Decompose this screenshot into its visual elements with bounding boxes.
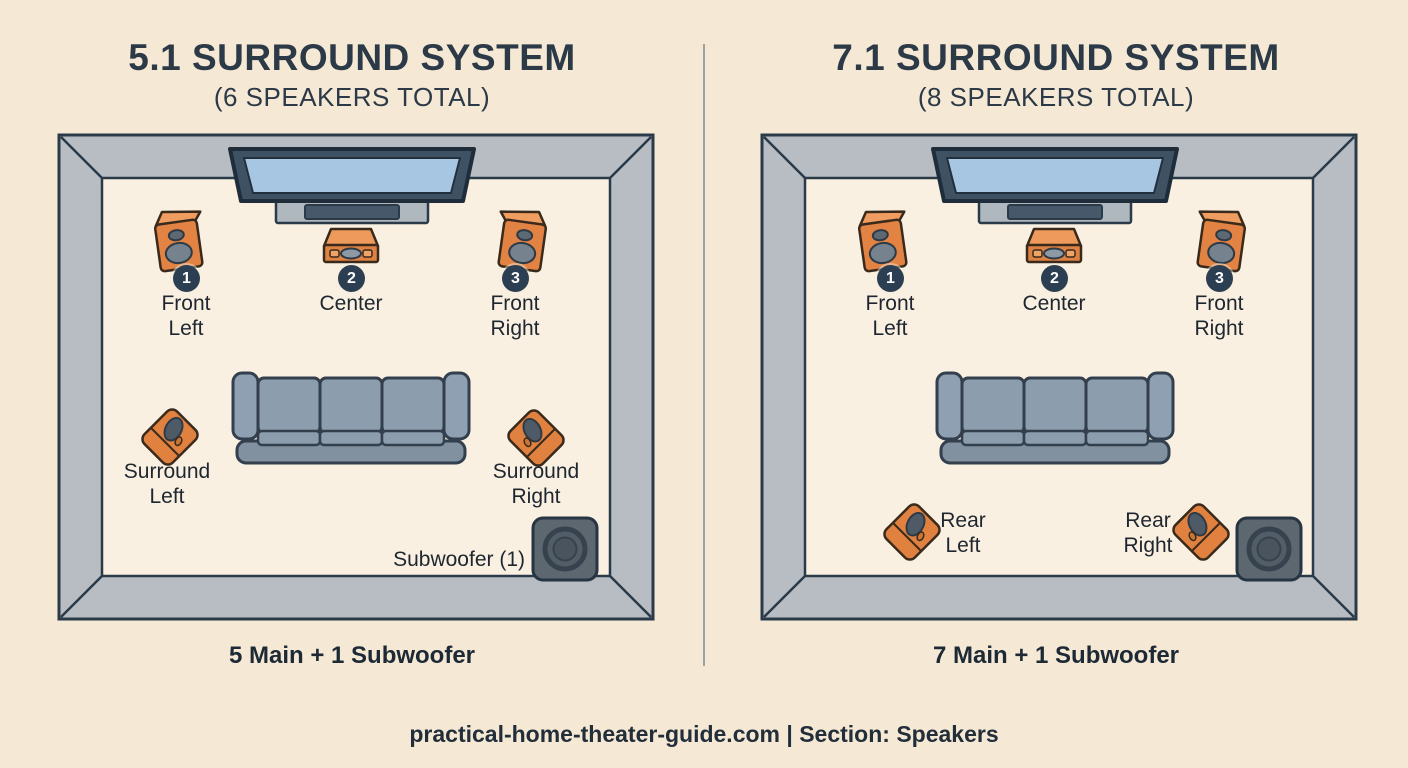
- wall-miter: [1312, 575, 1355, 618]
- panel-subtitle-7-1: (8 SPEAKERS TOTAL): [917, 81, 1195, 112]
- room-diagram-7-1: 1 2 3 Front Left Center Front Right Rear…: [760, 133, 1358, 621]
- panel-divider: [703, 44, 705, 666]
- speaker-label-front-right: Front Right: [1194, 292, 1244, 340]
- speaker-number-badge-1: 1: [173, 265, 200, 292]
- couch-icon: [935, 371, 1175, 465]
- speaker-number-badge-2: 2: [1041, 265, 1068, 292]
- panel-caption-5-1: 5 Main + 1 Subwoofer: [228, 642, 476, 669]
- center-speaker-icon: [322, 227, 380, 264]
- panel-caption-7-1: 7 Main + 1 Subwoofer: [932, 642, 1180, 669]
- speaker-label-front-left: Front Left: [161, 292, 211, 340]
- room-diagram-5-1: 1 2 3 Front Left Center Front Right Surr…: [57, 133, 655, 621]
- speaker-number-badge-1: 1: [877, 265, 904, 292]
- panel-header-7-1: 7.1 SURROUND SYSTEM (8 SPEAKERS TOTAL): [704, 37, 1408, 113]
- wall-miter: [609, 136, 652, 179]
- speaker-number-badge-3: 3: [1206, 265, 1233, 292]
- speaker-number-badge-3: 3: [502, 265, 529, 292]
- wall-miter: [763, 136, 806, 179]
- center-speaker-icon: [1025, 227, 1083, 264]
- speaker-label-rear-right: Rear Right: [1123, 509, 1173, 557]
- room-floorplan-5-1: [57, 133, 655, 621]
- panel-subtitle-5-1: (6 SPEAKERS TOTAL): [213, 81, 491, 112]
- speaker-label-subwoofer: Subwoofer (1): [393, 548, 525, 571]
- speaker-label-center: Center: [1022, 292, 1086, 315]
- subwoofer-icon: [533, 518, 597, 580]
- room-floorplan-7-1: [760, 133, 1358, 621]
- panel-header-5-1: 5.1 SURROUND SYSTEM (6 SPEAKERS TOTAL): [0, 37, 704, 113]
- wall-miter: [609, 575, 652, 618]
- wall-miter: [60, 136, 103, 179]
- footer-text: practical-home-theater-guide.com | Secti…: [409, 721, 999, 747]
- wall-miter: [763, 575, 806, 618]
- couch-icon: [231, 371, 471, 465]
- panel-title-5-1: 5.1 SURROUND SYSTEM: [128, 37, 576, 78]
- speaker-label-surround-left: Surround Left: [123, 460, 211, 508]
- panel-title-7-1: 7.1 SURROUND SYSTEM: [832, 37, 1280, 78]
- speaker-label-surround-right: Surround Right: [492, 460, 580, 508]
- subwoofer-icon: [1237, 518, 1301, 580]
- speaker-label-front-right: Front Right: [490, 292, 540, 340]
- wall-miter: [1312, 136, 1355, 179]
- speaker-label-center: Center: [319, 292, 383, 315]
- speaker-label-front-left: Front Left: [865, 292, 915, 340]
- speaker-number-badge-2: 2: [338, 265, 365, 292]
- wall-miter: [60, 575, 103, 618]
- speaker-label-rear-left: Rear Left: [940, 509, 986, 557]
